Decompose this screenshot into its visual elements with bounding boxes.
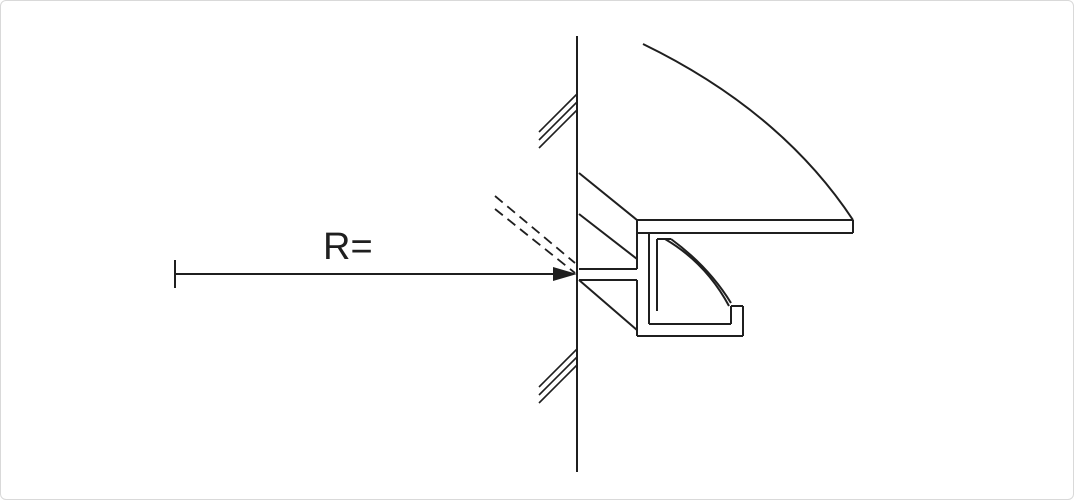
radius-arrowhead — [553, 267, 577, 281]
profile-channel — [578, 233, 744, 337]
curved-panel-edge — [642, 43, 854, 221]
profile-upper-flange — [578, 172, 638, 269]
wall-hatch-lower — [538, 348, 578, 404]
wall-hatch-upper — [538, 93, 578, 149]
swing-dashed-lines — [494, 195, 576, 274]
panel-slab — [637, 219, 854, 234]
radius-label: R= — [323, 226, 373, 268]
